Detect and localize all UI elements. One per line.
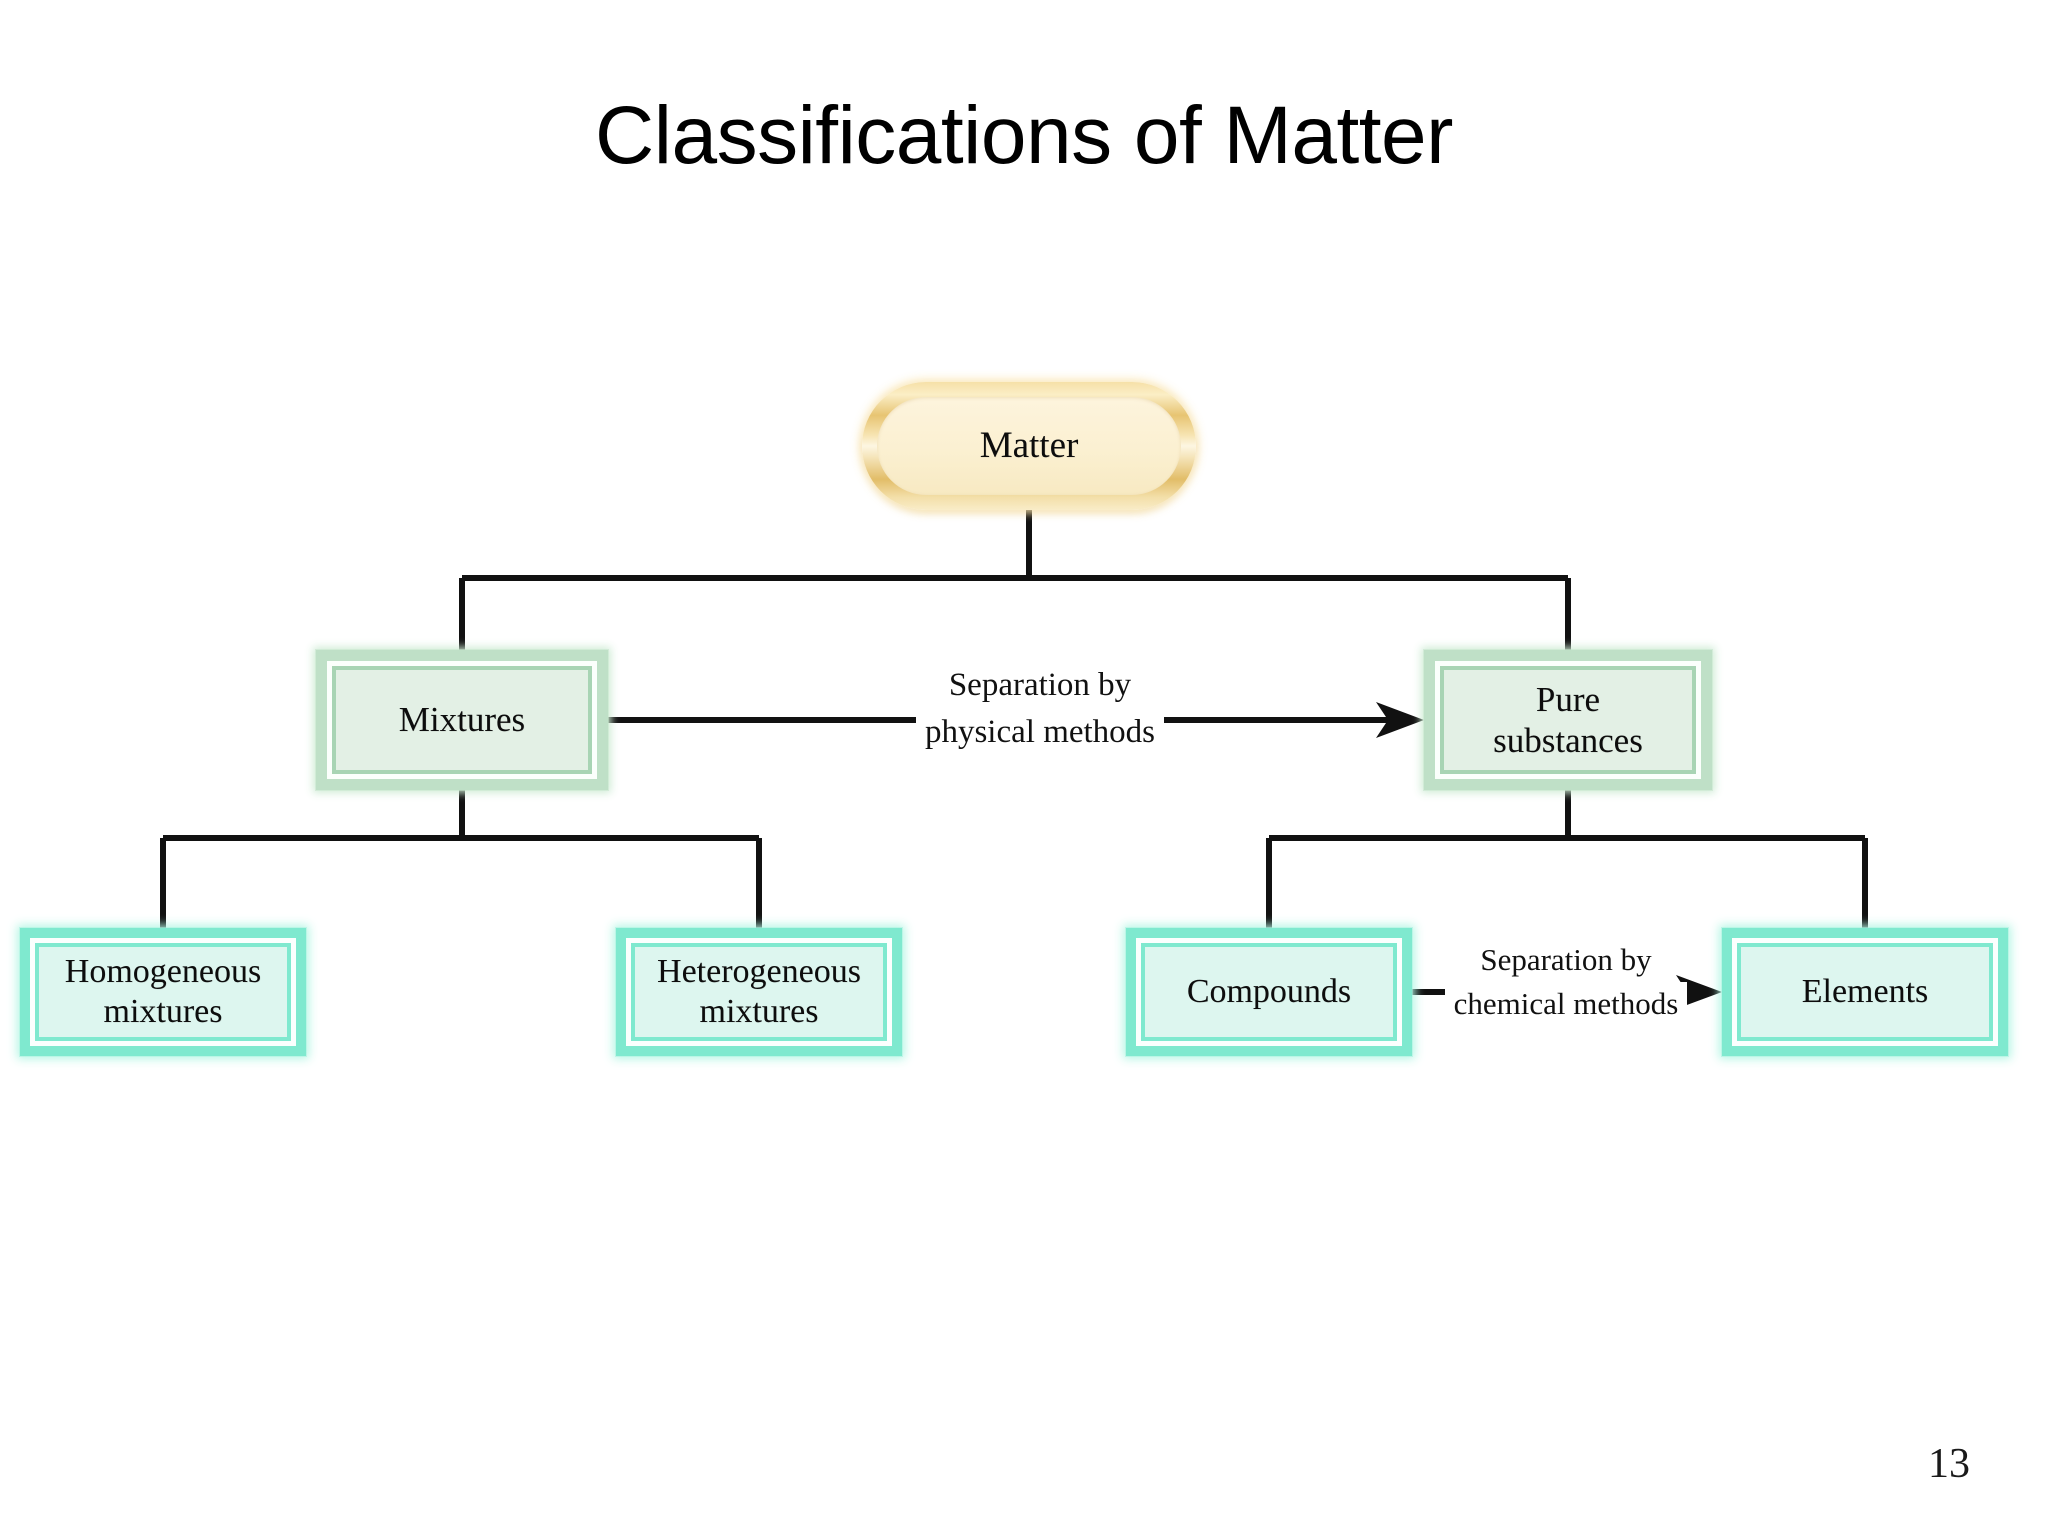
edge-label-chemical-methods-line2: chemical methods [1444, 982, 1688, 1027]
node-pure-substances[interactable]: Pure substances [1424, 650, 1712, 790]
edge-label-physical-methods-line1: Separation by [939, 662, 1141, 709]
page-title: Classifications of Matter [595, 90, 1453, 181]
node-homogeneous-mixtures-inner: Homogeneous mixtures [35, 943, 291, 1041]
arrow-physical-methods-head [1376, 702, 1424, 738]
node-heterogeneous-mixtures-label: Heterogeneous mixtures [657, 952, 861, 1030]
edge-label-chemical-methods: Separation by chemical methods [1400, 938, 1732, 1027]
node-pure-substances-inner: Pure substances [1440, 666, 1696, 774]
node-mixtures-label: Mixtures [398, 700, 526, 740]
node-mixtures-gap: Mixtures [327, 661, 597, 779]
node-pure-substances-label: Pure substances [1493, 679, 1643, 760]
node-elements[interactable]: Elements [1722, 928, 2008, 1056]
node-compounds-label: Compounds [1186, 972, 1352, 1010]
node-elements-inner: Elements [1737, 943, 1993, 1041]
arrow-chemical-methods-head [1676, 975, 1722, 1009]
node-compounds-gap: Compounds [1136, 938, 1402, 1046]
page-number: 13 [1928, 1441, 1970, 1487]
node-elements-gap: Elements [1732, 938, 1998, 1046]
node-compounds[interactable]: Compounds [1126, 928, 1412, 1056]
node-heterogeneous-mixtures-gap: Heterogeneous mixtures [626, 938, 892, 1046]
node-matter[interactable]: Matter [862, 382, 1196, 510]
node-homogeneous-mixtures-label: Homogeneous mixtures [64, 952, 262, 1030]
node-mixtures-inner: Mixtures [332, 666, 592, 774]
node-mixtures[interactable]: Mixtures [316, 650, 608, 790]
edge-label-physical-methods: Separation by physical methods [840, 662, 1240, 756]
node-heterogeneous-mixtures[interactable]: Heterogeneous mixtures [616, 928, 902, 1056]
node-elements-label: Elements [1801, 972, 1929, 1010]
node-heterogeneous-mixtures-inner: Heterogeneous mixtures [631, 943, 887, 1041]
node-pure-substances-gap: Pure substances [1435, 661, 1701, 779]
node-matter-label: Matter [979, 425, 1079, 467]
edge-label-physical-methods-line2: physical methods [915, 708, 1165, 756]
edge-label-chemical-methods-line1: Separation by [1471, 938, 1661, 983]
node-compounds-inner: Compounds [1141, 943, 1397, 1041]
node-homogeneous-mixtures-gap: Homogeneous mixtures [30, 938, 296, 1046]
node-matter-inner: Matter [877, 397, 1181, 495]
node-homogeneous-mixtures[interactable]: Homogeneous mixtures [20, 928, 306, 1056]
